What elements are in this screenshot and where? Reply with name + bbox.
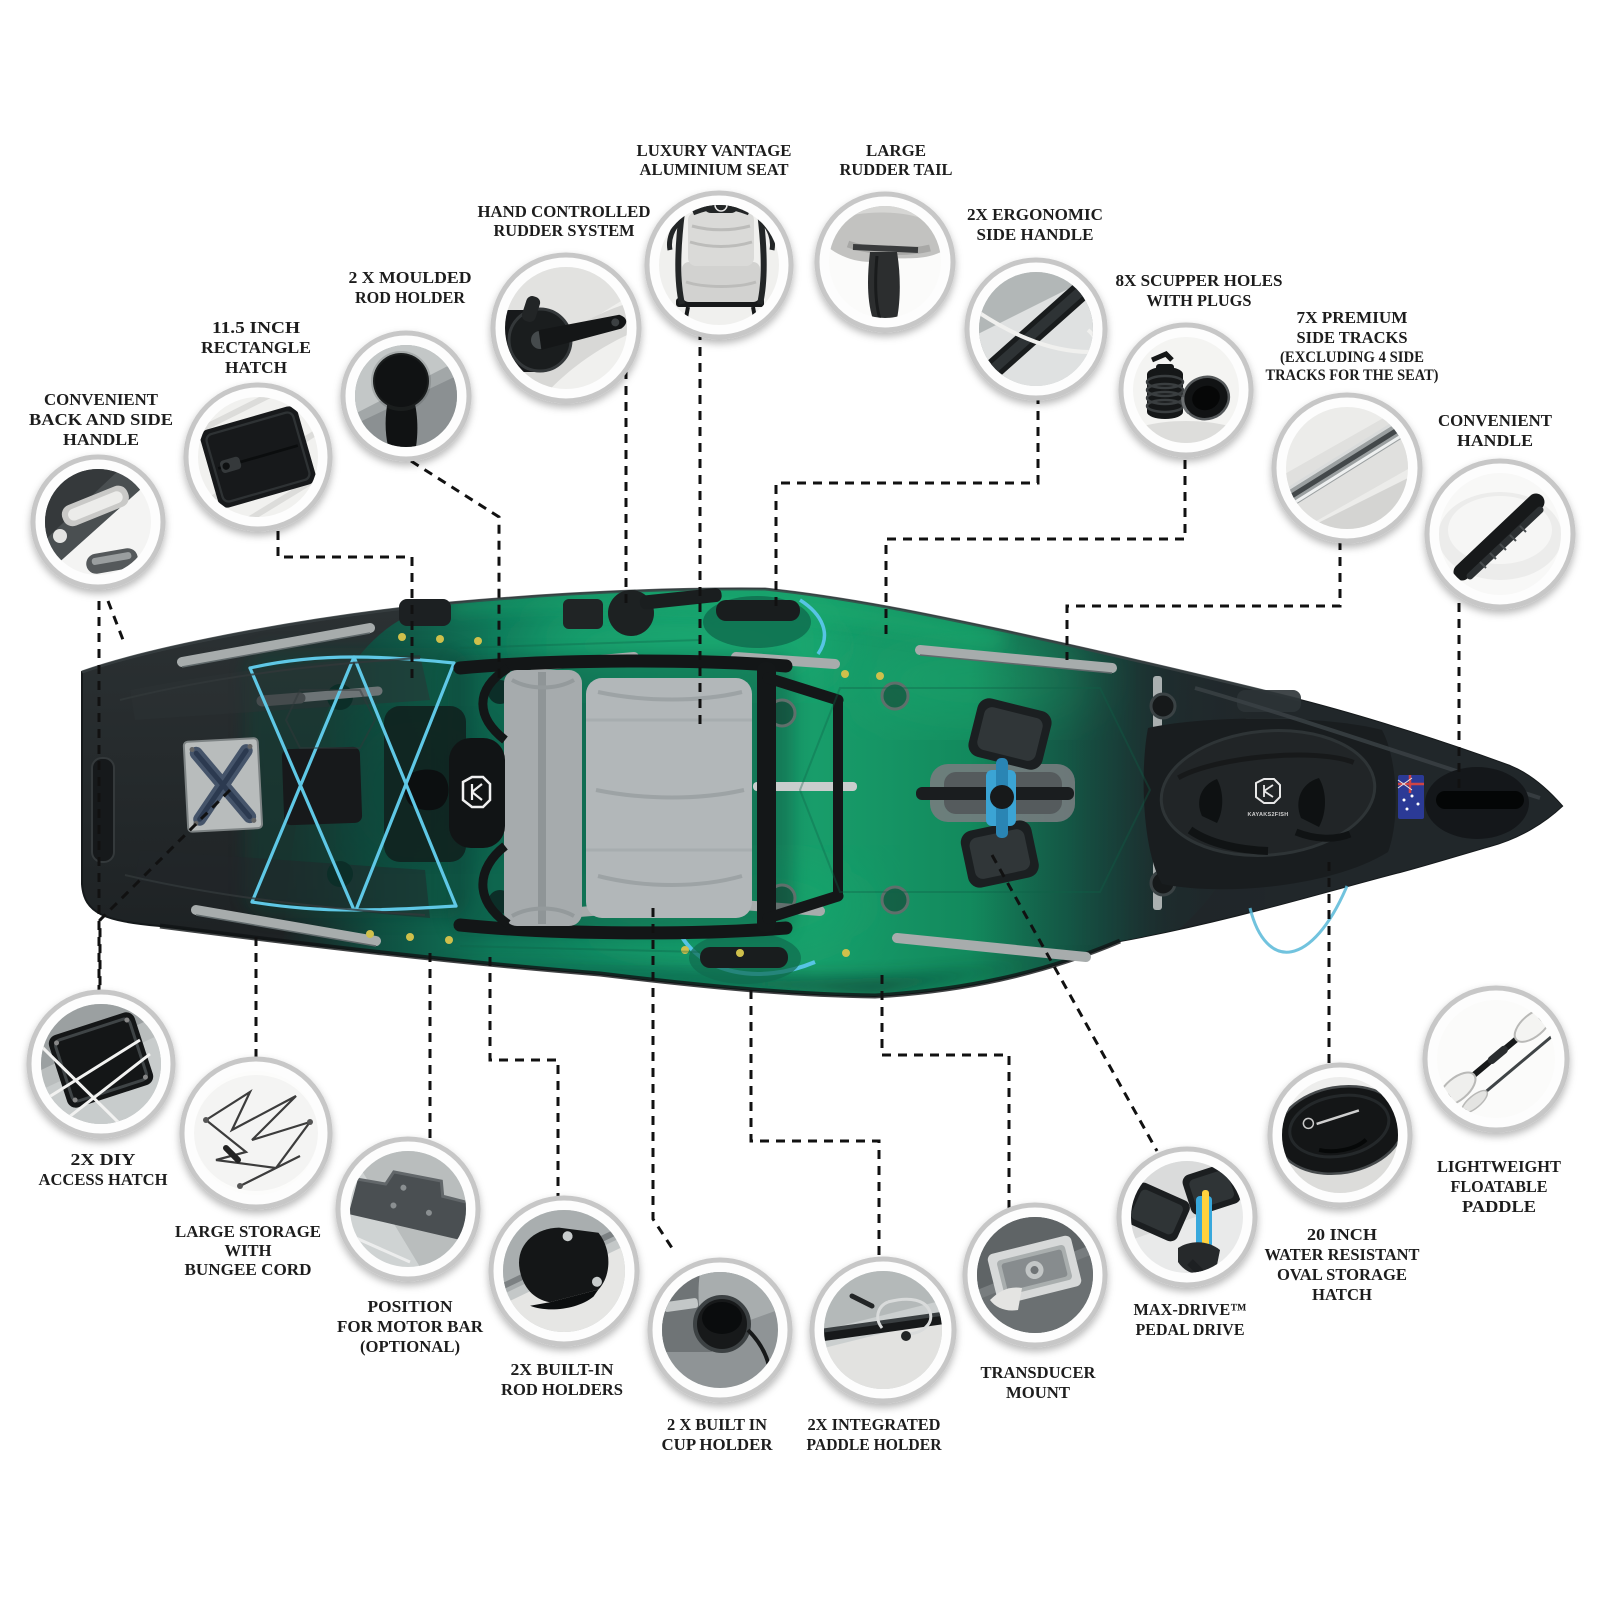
svg-text:SIDE HANDLE: SIDE HANDLE <box>977 225 1094 244</box>
svg-text:PADDLE: PADDLE <box>1462 1197 1536 1216</box>
svg-text:OVAL STORAGE: OVAL STORAGE <box>1277 1265 1407 1284</box>
svg-text:LARGE STORAGE: LARGE STORAGE <box>175 1222 321 1241</box>
svg-text:RUDDER TAIL: RUDDER TAIL <box>840 160 953 179</box>
svg-text:ROD HOLDERS: ROD HOLDERS <box>501 1380 623 1399</box>
svg-text:2X BUILT-IN: 2X BUILT-IN <box>511 1360 615 1379</box>
svg-text:BACK AND SIDE: BACK AND SIDE <box>29 410 173 429</box>
svg-text:LARGE: LARGE <box>866 141 926 160</box>
svg-text:SIDE TRACKS: SIDE TRACKS <box>1297 328 1408 347</box>
svg-text:WITH PLUGS: WITH PLUGS <box>1147 291 1252 310</box>
svg-text:HATCH: HATCH <box>225 358 287 377</box>
svg-text:7X PREMIUM: 7X PREMIUM <box>1297 308 1408 327</box>
svg-text:ACCESS HATCH: ACCESS HATCH <box>39 1170 168 1189</box>
svg-text:HAND CONTROLLED: HAND CONTROLLED <box>478 202 651 221</box>
svg-text:(EXCLUDING 4 SIDE: (EXCLUDING 4 SIDE <box>1280 349 1424 366</box>
svg-text:HANDLE: HANDLE <box>63 430 139 449</box>
svg-text:TRACKS FOR THE SEAT): TRACKS FOR THE SEAT) <box>1266 367 1439 384</box>
svg-text:2 X MOULDED: 2 X MOULDED <box>349 268 472 287</box>
svg-text:HANDLE: HANDLE <box>1457 431 1533 450</box>
svg-text:FLOATABLE: FLOATABLE <box>1451 1177 1548 1196</box>
svg-text:2 X BUILT IN: 2 X BUILT IN <box>667 1415 768 1434</box>
svg-text:BUNGEE CORD: BUNGEE CORD <box>185 1260 312 1279</box>
svg-text:11.5 INCH: 11.5 INCH <box>212 318 300 337</box>
svg-text:2X DIY: 2X DIY <box>71 1150 136 1169</box>
svg-text:ALUMINIUM SEAT: ALUMINIUM SEAT <box>640 160 790 179</box>
svg-text:2X ERGONOMIC: 2X ERGONOMIC <box>967 205 1103 224</box>
svg-text:LUXURY VANTAGE: LUXURY VANTAGE <box>637 141 792 160</box>
svg-text:MOUNT: MOUNT <box>1006 1383 1071 1402</box>
svg-text:KAYAKS2FISH: KAYAKS2FISH <box>1247 812 1288 818</box>
svg-text:ROD HOLDER: ROD HOLDER <box>355 288 466 307</box>
svg-text:MAX-DRIVE™: MAX-DRIVE™ <box>1134 1300 1247 1319</box>
svg-text:WITH: WITH <box>225 1241 272 1260</box>
svg-text:20 INCH: 20 INCH <box>1307 1225 1377 1244</box>
svg-text:HATCH: HATCH <box>1312 1285 1372 1304</box>
svg-text:PADDLE HOLDER: PADDLE HOLDER <box>807 1435 943 1454</box>
svg-text:FOR MOTOR BAR: FOR MOTOR BAR <box>337 1317 484 1336</box>
svg-text:RECTANGLE: RECTANGLE <box>201 338 311 357</box>
svg-text:WATER RESISTANT: WATER RESISTANT <box>1265 1245 1421 1264</box>
svg-text:2X INTEGRATED: 2X INTEGRATED <box>808 1415 941 1434</box>
svg-text:CONVENIENT: CONVENIENT <box>44 390 159 409</box>
svg-text:TRANSDUCER: TRANSDUCER <box>981 1363 1097 1382</box>
svg-text:LIGHTWEIGHT: LIGHTWEIGHT <box>1437 1157 1562 1176</box>
svg-text:8X SCUPPER HOLES: 8X SCUPPER HOLES <box>1116 271 1283 290</box>
svg-text:CUP HOLDER: CUP HOLDER <box>662 1435 774 1454</box>
svg-text:POSITION: POSITION <box>368 1297 454 1316</box>
svg-text:CONVENIENT: CONVENIENT <box>1438 411 1553 430</box>
svg-text:RUDDER SYSTEM: RUDDER SYSTEM <box>494 221 635 240</box>
svg-text:PEDAL DRIVE: PEDAL DRIVE <box>1136 1320 1245 1339</box>
svg-text:(OPTIONAL): (OPTIONAL) <box>360 1337 460 1356</box>
